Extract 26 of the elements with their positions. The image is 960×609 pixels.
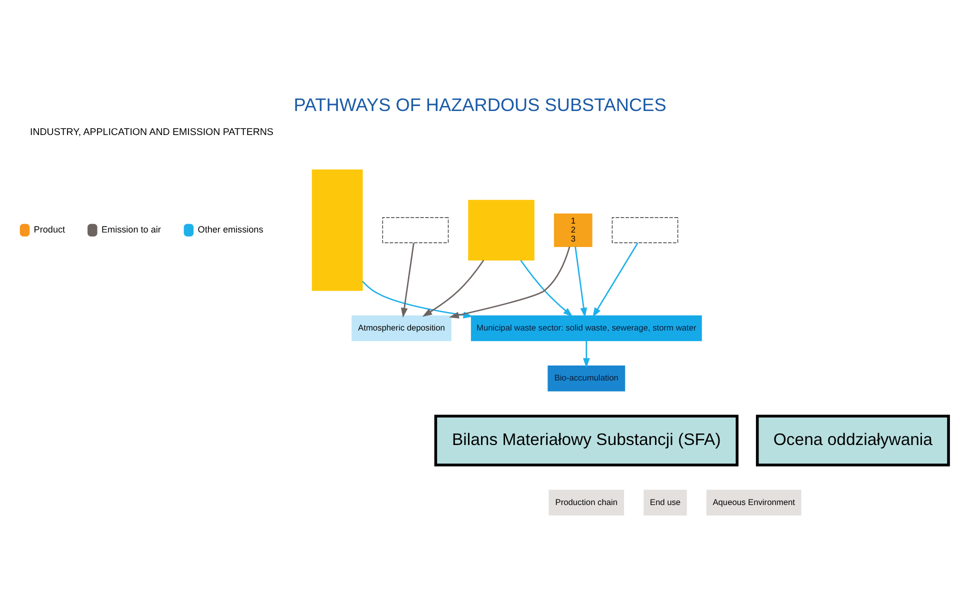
node-box: Atmospheric deposition — [352, 315, 452, 342]
legend-label: Other emissions — [198, 224, 264, 235]
node-box: Bilans Materiałowy Substancji (SFA) — [434, 414, 738, 466]
node-box — [612, 217, 678, 244]
arrow — [449, 246, 570, 318]
arrow — [582, 341, 590, 368]
node-box: Production chain — [548, 490, 624, 516]
node-box: Municipal waste sector: solid waste, sewerage, storm water — [470, 315, 702, 342]
legend-label: Product — [34, 224, 66, 235]
arrow — [574, 246, 588, 318]
node-box: Ocena oddziaływania — [756, 414, 950, 466]
label: INDUSTRY, APPLICATION AND EMISSION PATTERNS — [30, 126, 274, 138]
arrow — [422, 260, 484, 317]
legend-label: Emission to air — [101, 224, 161, 235]
arrow — [520, 260, 573, 317]
node-box: End use — [644, 490, 687, 516]
arrow — [400, 242, 414, 318]
node-box: Aqueous Environment — [706, 490, 802, 516]
node-box: Bio-accumulation — [548, 366, 626, 392]
node-box: 1 2 3 — [554, 213, 592, 247]
arrow — [592, 242, 638, 318]
node-box — [468, 200, 534, 261]
node-box — [382, 217, 449, 244]
arrow — [362, 280, 474, 318]
node-bar — [312, 170, 363, 291]
diagram-title: PATHWAYS OF HAZARDOUS SUBSTANCES — [294, 95, 666, 116]
